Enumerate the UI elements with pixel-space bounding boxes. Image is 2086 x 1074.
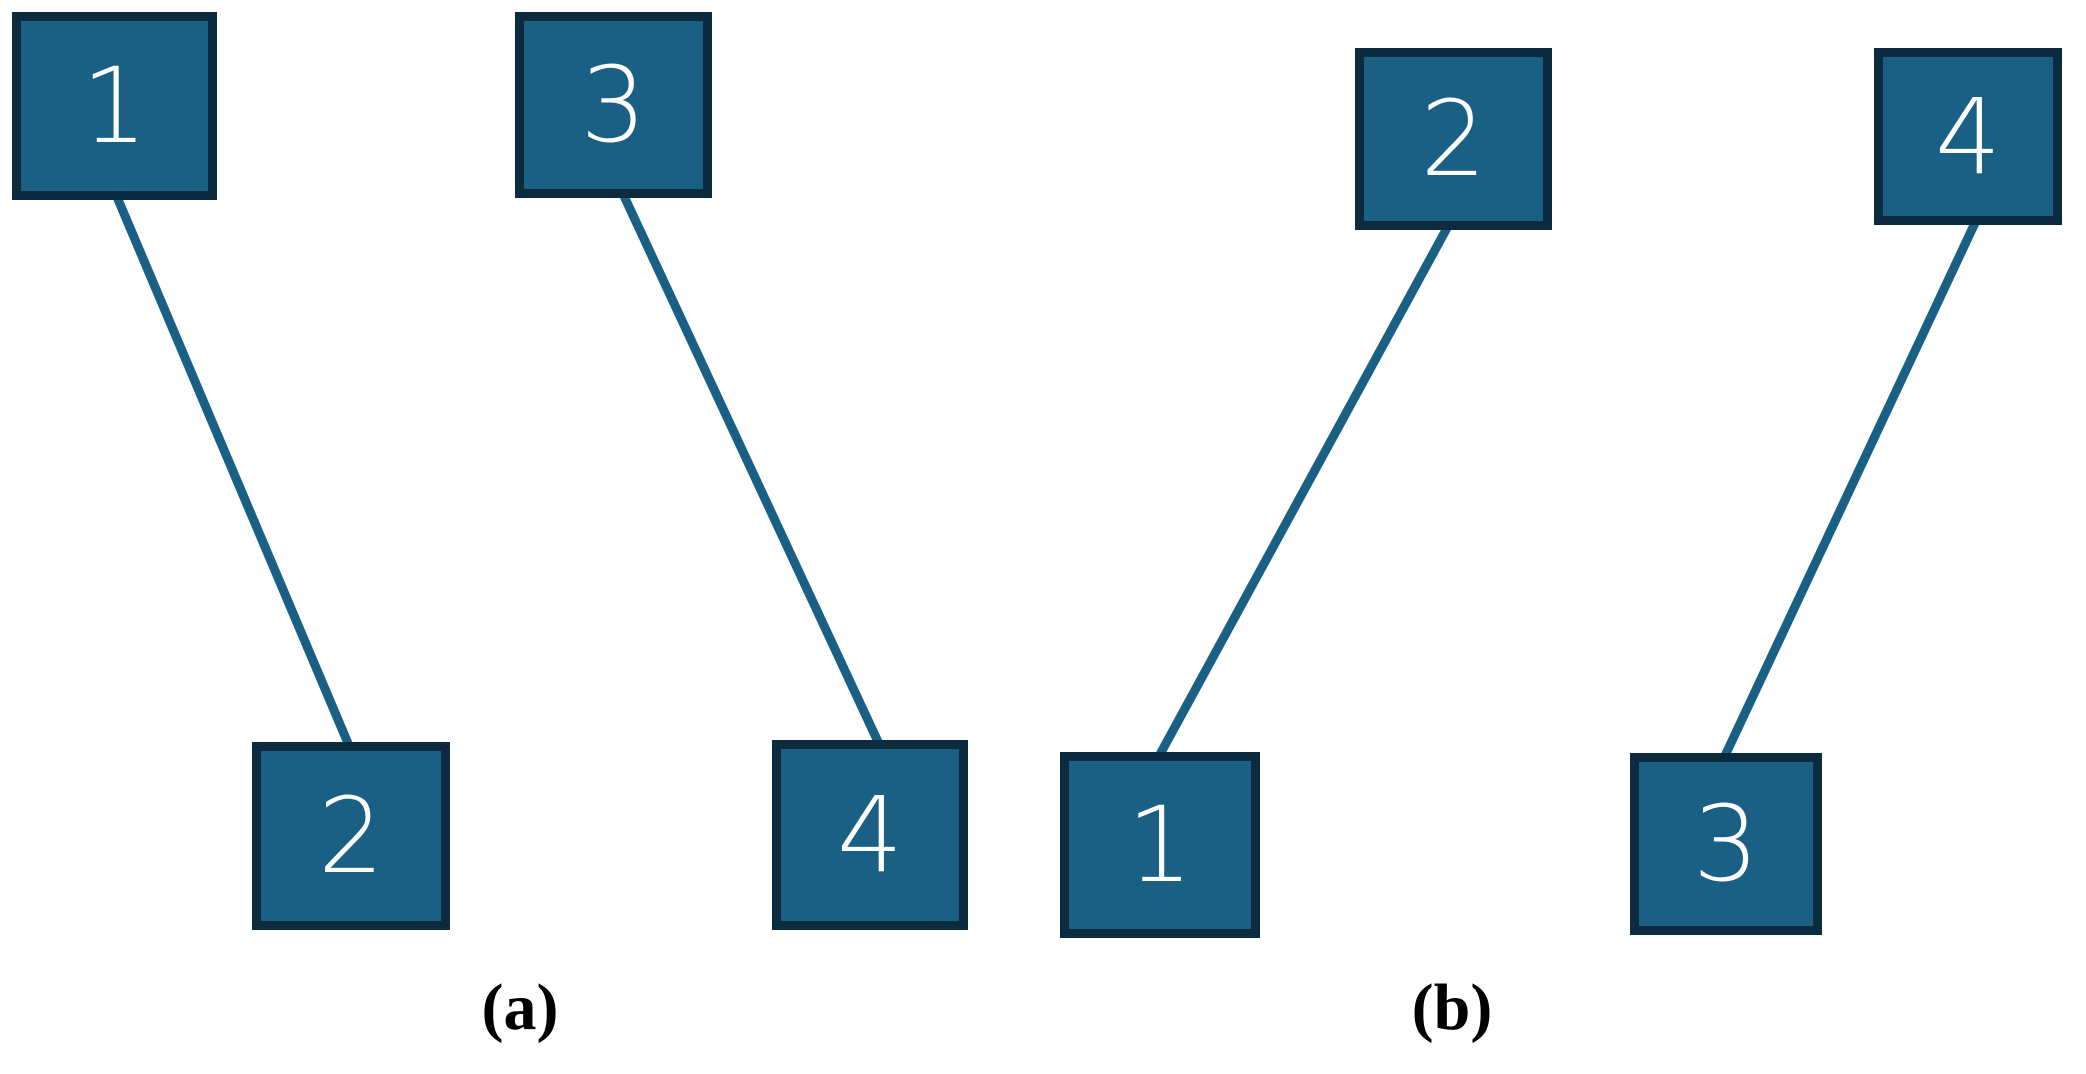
graph-node-a1[interactable]: 1	[12, 12, 217, 200]
graph-node-a2[interactable]: 2	[252, 742, 450, 930]
graph-edge-1-2	[112, 195, 355, 750]
panel-caption-a: (a)	[481, 971, 559, 1044]
graph-node-label: 3	[1692, 783, 1760, 905]
graph-node-label: 1	[81, 45, 148, 167]
graph-node-b4[interactable]: 4	[1874, 48, 2062, 225]
graph-node-b2[interactable]: 2	[1355, 48, 1552, 230]
graph-node-label: 3	[580, 44, 647, 166]
graph-node-label: 2	[1420, 78, 1487, 200]
graph-node-b1[interactable]: 1	[1060, 752, 1260, 938]
graph-node-label: 4	[836, 774, 904, 896]
graph-edge-3-4	[619, 194, 885, 748]
graph-edge-2-1	[1154, 225, 1451, 761]
graph-node-a3[interactable]: 3	[515, 12, 712, 198]
graph-edge-4-3	[1718, 221, 1980, 762]
panel-caption-b: (b)	[1411, 971, 1493, 1044]
graph-node-label: 4	[1934, 75, 2002, 198]
graph-node-b3[interactable]: 3	[1630, 753, 1822, 935]
graph-node-a4[interactable]: 4	[772, 740, 968, 930]
graph-node-label: 1	[1126, 784, 1194, 906]
graph-node-label: 2	[317, 775, 385, 897]
